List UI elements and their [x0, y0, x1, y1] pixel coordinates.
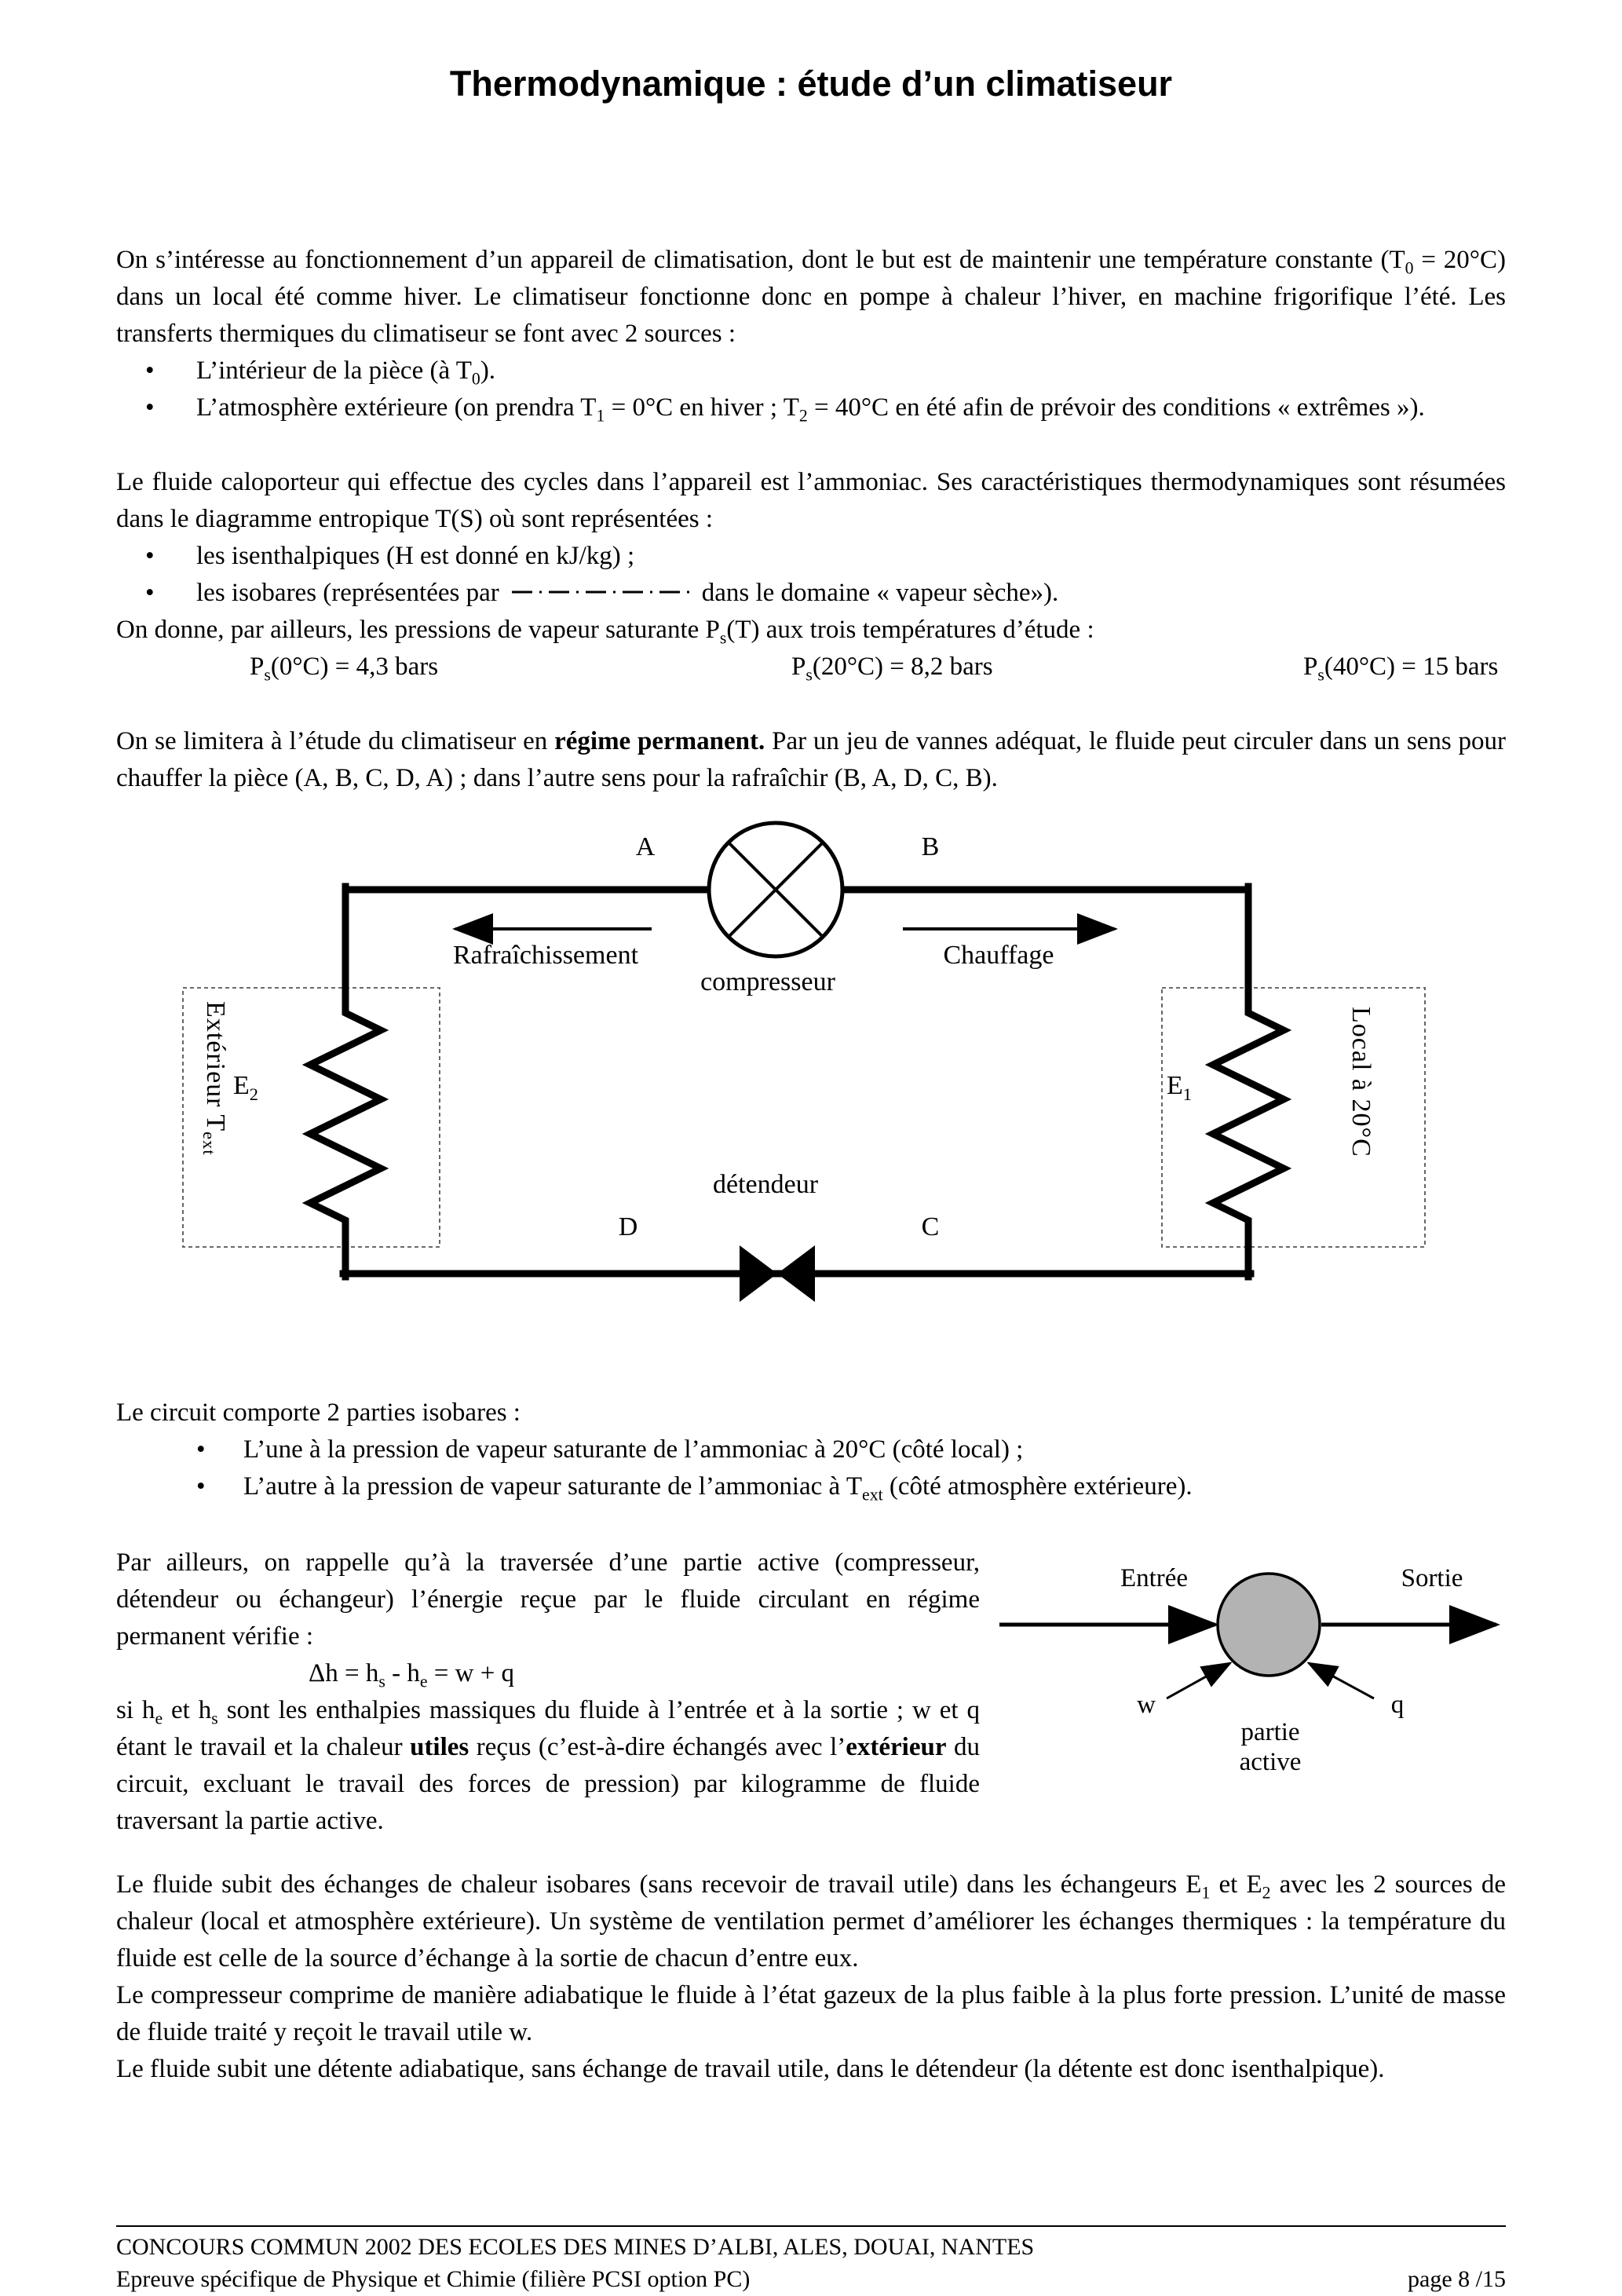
list-item-text: L’une à la pression de vapeur saturante …	[243, 1435, 1024, 1464]
exterior-temperature-label: Extérieur Text	[199, 1001, 230, 1156]
list-item: • L’autre à la pression de vapeur satura…	[196, 1468, 1506, 1505]
list-item: • L’intérieur de la pièce (à T0).	[145, 353, 1506, 389]
fluid-list: • les isenthalpiques (H est donné en kJ/…	[145, 538, 1506, 612]
work-label: w	[1137, 1691, 1156, 1719]
list-item-text: L’atmosphère extérieure (on prendra T1 =…	[196, 393, 1425, 426]
bullet-marker: •	[145, 542, 155, 570]
list-item-text: L’autre à la pression de vapeur saturant…	[243, 1472, 1193, 1504]
list-item: • les isenthalpiques (H est donné en kJ/…	[145, 538, 1506, 575]
bullet-marker: •	[145, 356, 155, 385]
isobares-text-pre: les isobares (représentées par	[196, 579, 499, 607]
intro-paragraph: On s’intéresse au fonctionnement d’un ap…	[116, 246, 1506, 348]
circuit-list: • L’une à la pression de vapeur saturant…	[196, 1431, 1506, 1505]
list-item: • L’atmosphère extérieure (on prendra T1…	[145, 389, 1506, 426]
active-part-paragraph: Par ailleurs, on rappelle qu’à la traver…	[116, 1548, 980, 1651]
bullet-marker: •	[145, 579, 155, 607]
exchanger-e1-label: E1	[1167, 1071, 1192, 1104]
dash-dot-line-sample	[511, 590, 689, 594]
pressure-value-0c: Ps(0°C) = 4,3 bars	[250, 653, 439, 685]
heating-label: Chauffage	[943, 941, 1054, 970]
list-item-text: L’intérieur de la pièce (à T0).	[196, 356, 496, 389]
pressure-value-40c: Ps(40°C) = 15 bars	[1303, 653, 1499, 685]
node-c-label: C	[921, 1212, 940, 1241]
active-part-section: Par ailleurs, on rappelle qu’à la traver…	[116, 1545, 1506, 1840]
page-number: page 8 /15	[1408, 2266, 1506, 2292]
active-part-symbol	[1216, 1572, 1321, 1677]
inlet-label: Entrée	[1120, 1564, 1189, 1592]
closing-section: Le fluide subit des échanges de chaleur …	[116, 1866, 1506, 2088]
active-part-caption-line1: partie	[1240, 1718, 1300, 1746]
page-title: Thermodynamique : étude d’un climatiseur	[449, 64, 1173, 104]
exterior-source-box	[182, 987, 440, 1248]
circuit-diagram: A B Rafraîchissement Chauffage compresse…	[116, 817, 1506, 1327]
intro-list: • L’intérieur de la pièce (à T0). • L’at…	[145, 353, 1506, 426]
pipe-left-exchanger-e2	[301, 883, 389, 1281]
active-part-caption-line2: active	[1239, 1748, 1302, 1776]
closing-paragraph-3: Le fluide subit une détente adiabatique,…	[116, 2055, 1385, 2083]
enthalpy-equation: Δh = hs - he = w + q	[309, 1659, 515, 1691]
work-input-arrow	[1166, 1662, 1233, 1700]
list-item-isobares: • les isobares (représentées par dans le …	[145, 575, 1506, 612]
cooling-label: Rafraîchissement	[452, 941, 639, 970]
active-part-diagram: Entrée Sortie w q partie active	[995, 1545, 1506, 1788]
bullet-marker: •	[145, 393, 155, 422]
circuit-diagram-svg	[182, 821, 1426, 1302]
bullet-marker: •	[196, 1472, 206, 1501]
active-part-diagram-svg	[999, 1572, 1500, 1700]
local-temperature-label: Local à 20°C	[1346, 1007, 1375, 1157]
compressor-label: compresseur	[700, 967, 835, 996]
page-footer: CONCOURS COMMUN 2002 DES ECOLES DES MINE…	[116, 2225, 1506, 2295]
list-item-text: les isenthalpiques (H est donné en kJ/kg…	[196, 542, 635, 570]
isobares-text-post: dans le domaine « vapeur sèche»).	[701, 579, 1059, 607]
pressures-intro: On donne, par ailleurs, les pressions de…	[116, 616, 1094, 648]
fluid-paragraph: Le fluide caloporteur qui effectue des c…	[116, 468, 1506, 533]
closing-paragraph-1: Le fluide subit des échanges de chaleur …	[116, 1870, 1507, 1972]
exchanger-e2-label: E2	[233, 1071, 258, 1104]
page-content: Thermodynamique : étude d’un climatiseur…	[116, 0, 1506, 2088]
heat-label: q	[1390, 1691, 1405, 1719]
regime-paragraph: On se limitera à l’étude du climatiseur …	[116, 727, 1506, 792]
list-item: • L’une à la pression de vapeur saturant…	[196, 1431, 1506, 1468]
footer-row: Epreuve spécifique de Physique et Chimie…	[116, 2263, 1506, 2295]
expansion-valve-label: détendeur	[712, 1170, 819, 1199]
bullet-marker: •	[196, 1435, 206, 1464]
local-source-box	[1161, 987, 1426, 1248]
node-a-label: A	[635, 832, 656, 861]
footer-contest-line: CONCOURS COMMUN 2002 DES ECOLES DES MINE…	[116, 2234, 1035, 2260]
node-d-label: D	[618, 1212, 638, 1241]
circuit-paragraph: Le circuit comporte 2 parties isobares :	[116, 1398, 521, 1427]
active-part-paragraph-2: si he et hs sont les enthalpies massique…	[116, 1696, 981, 1835]
heat-input-arrow	[1306, 1662, 1375, 1700]
pressure-value-20c: Ps(20°C) = 8,2 bars	[791, 653, 993, 685]
outlet-label: Sortie	[1401, 1564, 1463, 1592]
saturation-pressures-row: Ps(0°C) = 4,3 bars Ps(20°C) = 8,2 bars P…	[116, 649, 1506, 686]
pipe-right-exchanger-e1	[1204, 883, 1292, 1281]
list-item-text: les isobares (représentées par dans le do…	[196, 575, 1058, 612]
active-part-text: Par ailleurs, on rappelle qu’à la traver…	[116, 1545, 980, 1840]
node-b-label: B	[921, 832, 940, 861]
compressor-cross-line-2	[727, 841, 824, 938]
closing-paragraph-2: Le compresseur comprime de manière adiab…	[116, 1981, 1506, 2046]
footer-exam-line: Epreuve spécifique de Physique et Chimie…	[116, 2266, 751, 2292]
expansion-valve-symbol	[740, 1245, 815, 1302]
